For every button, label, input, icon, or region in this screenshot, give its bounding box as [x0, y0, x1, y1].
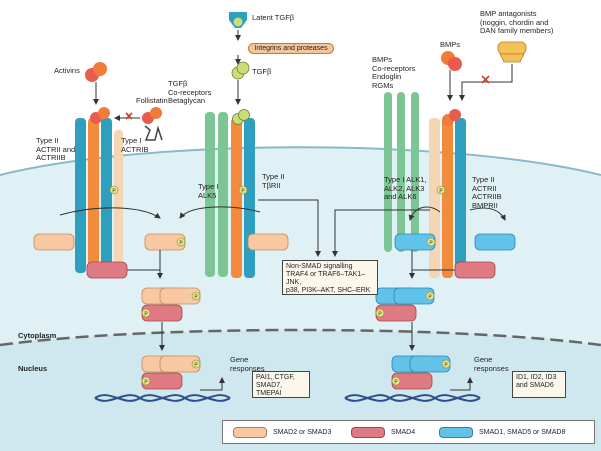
smad4-free	[86, 261, 128, 279]
smad-complex-right: P P	[375, 287, 435, 322]
cell-membrane	[0, 146, 601, 176]
integrins-proteases-pill: Integrins and proteases	[248, 43, 334, 54]
svg-text:P: P	[439, 189, 443, 195]
dna-helix-left	[94, 394, 231, 402]
label-cytoplasm: Cytoplasm	[18, 331, 57, 340]
genes-box-left: PAI1, CTGF, SMAD7, TMEPAI	[252, 371, 310, 398]
label-type1-alk: Type I ALK1, ALK2, ALK3 and ALK6	[384, 175, 427, 202]
legend-swatch-smad4	[351, 427, 385, 438]
type1-receptor-actrib-b	[114, 130, 123, 273]
dna-helix-right	[344, 394, 481, 402]
svg-text:P: P	[429, 241, 433, 247]
label-tgfb: TGFβ	[252, 67, 272, 76]
svg-text:P: P	[144, 312, 148, 318]
activin-ligand	[85, 62, 110, 124]
betaglycan-coreceptor	[205, 112, 215, 277]
bmp-receptor-complex: P	[429, 109, 466, 278]
bmp-coreceptors	[384, 92, 419, 252]
label-bmps-top: BMPs	[440, 40, 461, 49]
follistatin-ligand	[142, 107, 163, 141]
smad4-free-right	[454, 261, 496, 279]
label-type1-actrib: Type I ACTRIB	[121, 136, 149, 154]
label-bmp-coreceptors: BMPs Co-receptors Endoglin RGMs	[372, 55, 416, 90]
label-bmp-antagonists: BMP antagonists (noggin, chordin and DAN…	[480, 9, 554, 36]
bmp-antagonist-icon	[497, 41, 527, 63]
label-latent-tgfb: Latent TGFβ	[252, 13, 295, 22]
tgfb-ligand	[231, 61, 250, 80]
type1-receptor-actrib	[88, 118, 99, 273]
smad2-3-inactive	[33, 233, 75, 251]
label-type2-bmpr: Type II ACTRII ACTRIIB BMPRII	[472, 175, 502, 210]
label-gene-responses-right: Gene responses	[474, 355, 509, 373]
smad1-5-8-inactive	[474, 233, 516, 251]
svg-text:P: P	[179, 241, 183, 247]
type2-receptor-bmpr	[455, 118, 466, 278]
bmp-ligand	[441, 51, 462, 71]
label-tgfb-coreceptors: TGFβ Co-receptors Betaglycan	[168, 79, 212, 106]
type2-receptor-actrii	[75, 118, 86, 273]
svg-text:P: P	[112, 189, 116, 195]
betaglycan-coreceptor-b	[218, 112, 228, 277]
svg-text:P: P	[144, 380, 148, 386]
smad-complex-right-nucleus: P P	[391, 355, 451, 390]
svg-text:P: P	[194, 363, 198, 369]
smad-complex-left: P P	[141, 287, 201, 322]
type2-receptor-actrii-b	[101, 118, 112, 273]
genes-box-right: ID1, ID2, ID3 and SMAD6	[512, 371, 566, 398]
type1-receptor-alk	[429, 118, 440, 278]
type1-receptor-alk5	[231, 118, 242, 278]
legend-label-smad23: SMAD2 or SMAD3	[273, 429, 332, 436]
svg-text:P: P	[378, 312, 382, 318]
svg-text:P: P	[241, 189, 245, 195]
legend-label-smad4: SMAD4	[391, 429, 416, 436]
svg-text:P: P	[394, 380, 398, 386]
non-smad-signalling-box: Non-SMAD signalling TRAF4 or TRAF6–TAK1–…	[282, 260, 378, 295]
svg-text:P: P	[428, 295, 432, 301]
type2-receptor-tbrii	[244, 118, 255, 278]
phospho-icon	[109, 185, 119, 195]
red-cross-icon	[125, 112, 133, 120]
label-nucleus: Nucleus	[18, 364, 48, 373]
label-type1-alk5: Type I ALK5	[198, 182, 219, 200]
phospho-icon	[436, 185, 446, 195]
type1-receptor-alk-b	[442, 118, 453, 278]
legend: SMAD2 or SMAD3 SMAD4 SMAD1, SMAD5 or SMA…	[222, 420, 595, 444]
label-type2-tbrii: Type II TβRII	[262, 172, 285, 190]
legend-label-smad158: SMAD1, SMAD5 or SMAD8	[479, 429, 566, 436]
smad-complex-left-nucleus: P P	[141, 355, 201, 390]
label-activins: Activins	[54, 66, 80, 75]
smad2-3-inactive-b	[247, 233, 289, 251]
red-cross-icon	[481, 75, 490, 84]
label-type2-actr: Type II ACTRII and ACTRIIB	[36, 136, 76, 163]
phospho-icon	[238, 185, 248, 195]
label-follistatin: Follistatin	[136, 96, 168, 105]
legend-swatch-smad158	[439, 427, 473, 438]
label-gene-responses-left: Gene responses	[230, 355, 265, 373]
svg-text:P: P	[444, 363, 448, 369]
activin-receptor-complex: P	[75, 118, 123, 273]
latent-tgfb-icon	[229, 12, 247, 28]
svg-text:P: P	[194, 295, 198, 301]
legend-swatch-smad23	[233, 427, 267, 438]
